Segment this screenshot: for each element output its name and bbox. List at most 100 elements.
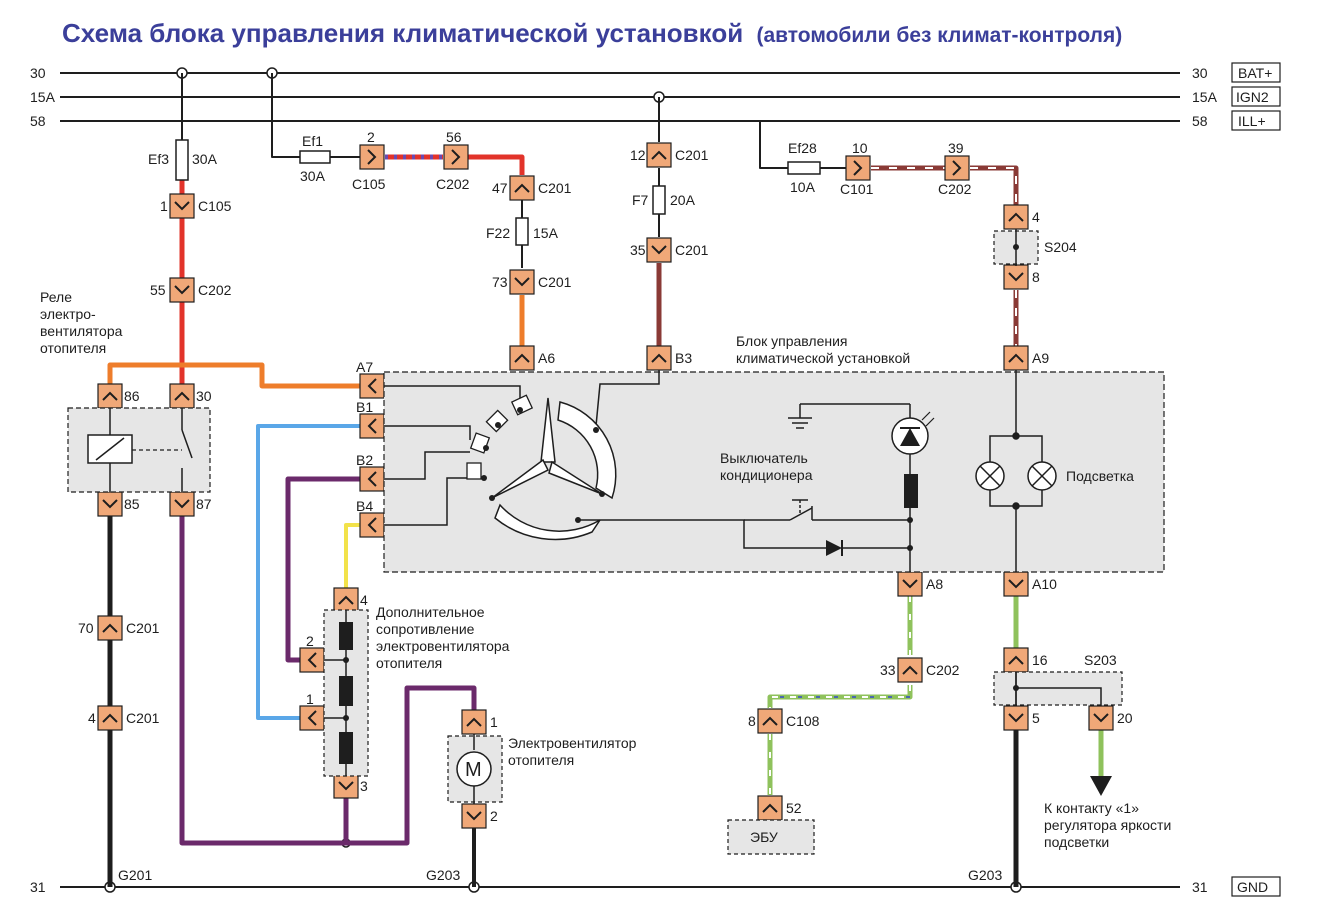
fan-wire-ac [580,519,826,549]
relay-pin-85 [97,491,123,517]
fuse-f22-rating: 15A [533,225,559,241]
relay-pin-30-label: 30 [196,388,212,404]
ac-diode-triangle [826,540,842,556]
backlight-label: Подсветка [1066,468,1134,484]
label-pin-2: 2 [367,129,375,145]
relay-coil-diag [95,437,125,461]
relay-pin-87-label: 87 [196,496,212,512]
module-pin-b2 [359,466,385,492]
led-arrow-2 [925,417,935,427]
dimmer-note: К контакту «1» регулятора яркости подсве… [1044,800,1175,850]
s204-node [1013,244,1019,250]
fuse-ef3 [175,139,189,181]
led-circuit [891,404,935,572]
bus-15a-right: 15A [1192,89,1218,105]
wire-b1-blue [256,424,372,720]
fuse-f22 [515,217,529,246]
fuse-ef3-name: Ef3 [148,151,169,167]
module-pin-b3 [646,345,672,371]
fuse-labels: Ef3 30A Ef1 30A F22 15A F7 20A Ef28 10A [148,133,817,241]
conn-73-c201 [509,269,535,295]
resistor-pin-1 [299,705,325,731]
fan-switch-arc-right [557,401,617,500]
relay-pin-86-label: 86 [124,388,140,404]
led-arrow-1 [921,411,931,421]
motor-pin-1 [461,709,487,735]
fan-rotor-blade-right [548,460,603,495]
module-label-line1: Блок управления [736,333,848,349]
wire-relay87-purple [179,515,346,846]
resistor-label-line4: отопителя [376,655,442,671]
bus-tag-gnd: GND [1237,879,1268,895]
bus-58-left: 58 [30,113,46,129]
module-pin-a8-label: A8 [926,576,943,592]
module-pin-a7-label: A7 [356,359,373,375]
dimmer-note-line2: регулятора яркости [1044,817,1171,833]
label-name-c202-56: C202 [436,176,470,192]
fuse-ef28 [787,161,821,175]
fuse-ef28-name: Ef28 [788,140,817,156]
lamp-1-x2 [979,465,1001,487]
module-pin-a6-label: A6 [538,350,555,366]
motor-label: Электровентилятор отопителя [508,735,640,768]
module-label-line2: климатической установкой [736,350,910,366]
resistor-label-line1: Дополнительное [376,604,485,620]
fuse-ef3-rating: 30A [192,151,218,167]
ecu-pin-52 [757,795,783,821]
ac-switch-label-line2: кондиционера [720,467,813,483]
s203-name: S203 [1084,652,1117,668]
conn-33-c202 [897,657,923,683]
splice-s203: S203 16 5 20 [993,652,1133,726]
s203-pin-5 [1003,705,1029,731]
bus-labels: 30 15A 58 31 30 15A 58 31 BAT+ IGN2 ILL+… [30,62,1281,897]
lamp-node-top [1012,432,1020,440]
s203-pin-20-label: 20 [1117,710,1133,726]
bus-30-left: 30 [30,65,46,81]
resistor-pin-4 [333,587,359,613]
label-pin-70: 70 [78,620,94,636]
relay-pin-85-label: 85 [124,496,140,512]
conn-39-c202 [944,155,970,181]
control-module [383,370,1165,573]
resistor-pin-2-label: 2 [306,633,314,649]
module-pin-a8 [897,571,923,597]
fuse-f7-rating: 20A [670,192,696,208]
wire-purple-motor [343,685,477,846]
resistor-1 [339,622,353,650]
bus-tag-ign: IGN2 [1236,89,1269,105]
label-pin-35: 35 [630,242,646,258]
motor-pin-2-label: 2 [490,808,498,824]
resistor-pin-2 [299,647,325,673]
resistor-block: 4 2 1 3 Дополнительное сопротивление эле… [306,592,510,794]
module-pin-a9 [1003,345,1029,371]
fan-dot-8 [575,517,581,523]
fan-wire-b2 [384,451,470,480]
relay-text: Реле электро- вентилятора отопителя 86 3… [40,289,212,512]
s203-node [1013,685,1019,691]
bus-31-right: 31 [1192,879,1208,895]
label-pin-1: 1 [160,198,168,214]
motor-label-line1: Электровентилятор [508,735,637,751]
diagram-title-sub: (автомобили без климат-контроля) [756,24,1122,47]
conn-8-c108 [757,708,783,734]
motor-pin-1-label: 1 [490,714,498,730]
label-name-c108: C108 [786,713,820,729]
label-pin-55: 55 [150,282,166,298]
fan-contact-4 [466,462,482,480]
bus-tag-ill-box [1231,110,1281,131]
s204-pin-8-label: 8 [1032,269,1040,285]
fuse-f22-name: F22 [486,225,510,241]
relay-label-line4: отопителя [40,340,106,356]
arrow-to-dimmer [1090,776,1112,796]
diagram-title: Схема блока управления климатической уст… [62,18,1122,48]
bus-lines [60,72,1180,888]
ac-switch-label: Выключатель кондиционера [720,450,813,483]
label-pin-8-c108: 8 [748,713,756,729]
led-resistor [904,474,918,508]
wire-c202-c201-red [468,154,525,175]
relay-label-line1: Реле [40,289,72,305]
fan-dot-2 [495,422,501,428]
fan-dot-5 [593,427,599,433]
fan-speed-switch [466,394,617,541]
